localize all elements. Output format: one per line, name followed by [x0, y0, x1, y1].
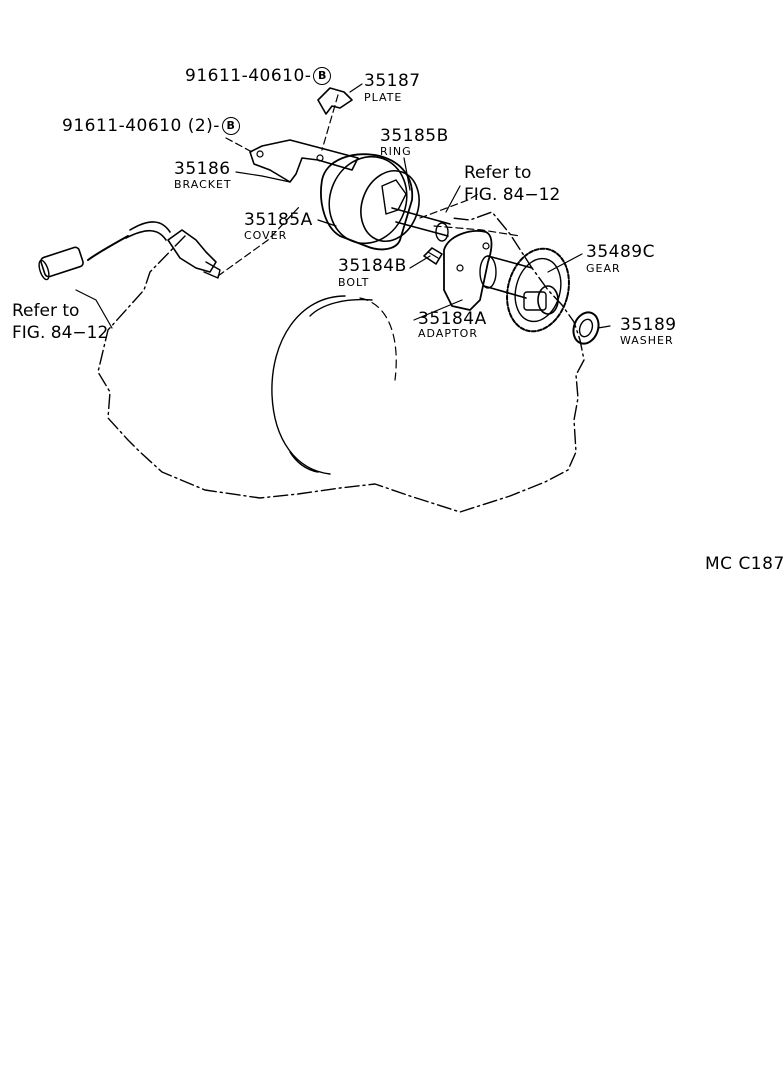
bolt-callout-lower: 91611-40610 (2)-B — [62, 117, 240, 135]
part-number-35489c: 35489C — [586, 242, 655, 262]
cable-end-fitting — [40, 246, 84, 278]
part-name-bracket: BRACKET — [174, 178, 232, 191]
bolt-callout-upper: 91611-40610-B — [185, 66, 332, 86]
washer — [572, 311, 600, 345]
speedometer-cable — [87, 235, 129, 261]
bolt-marker-b: B — [313, 67, 332, 85]
figure-code: MC C187 — [705, 554, 784, 574]
gear — [506, 247, 570, 333]
bolt-marker-b: B — [221, 117, 240, 135]
bolt-number: 91611-40610 — [185, 66, 305, 86]
part-name-gear: GEAR — [586, 262, 621, 275]
part-name-plate: PLATE — [364, 91, 403, 104]
reference-callout-right: Refer to FIG. 84−12 — [464, 163, 561, 205]
part-name-ring: RING — [380, 145, 412, 158]
driven-shaft — [391, 207, 451, 237]
bolt-number: 91611-40610 — [62, 116, 182, 136]
transmission-case-outline — [97, 211, 585, 513]
part-number-35189: 35189 — [620, 315, 677, 335]
adaptor — [443, 230, 493, 311]
cover — [320, 153, 414, 251]
cable-sleeve — [125, 221, 171, 241]
speed-sensor — [167, 229, 217, 273]
part-number-35186: 35186 — [174, 159, 231, 179]
reference-callout-left: Refer to FIG. 84−12 — [12, 301, 109, 343]
part-number-35185b: 35185B — [380, 126, 449, 146]
part-number-35184a: 35184A — [418, 309, 487, 329]
bracket — [249, 139, 359, 183]
part-number-35185a: 35185A — [244, 210, 313, 230]
part-number-35184b: 35184B — [338, 256, 407, 276]
part-number-35187: 35187 — [364, 71, 421, 91]
part-name-washer: WASHER — [620, 334, 674, 347]
bell-housing-dash — [359, 297, 397, 381]
part-name-bolt: BOLT — [338, 276, 370, 289]
part-name-cover: COVER — [244, 229, 288, 242]
leader-lines — [75, 83, 611, 329]
bell-housing-opening — [271, 295, 373, 475]
bolt — [423, 247, 443, 265]
plate — [317, 87, 353, 115]
part-name-adaptor: ADAPTOR — [418, 327, 478, 340]
